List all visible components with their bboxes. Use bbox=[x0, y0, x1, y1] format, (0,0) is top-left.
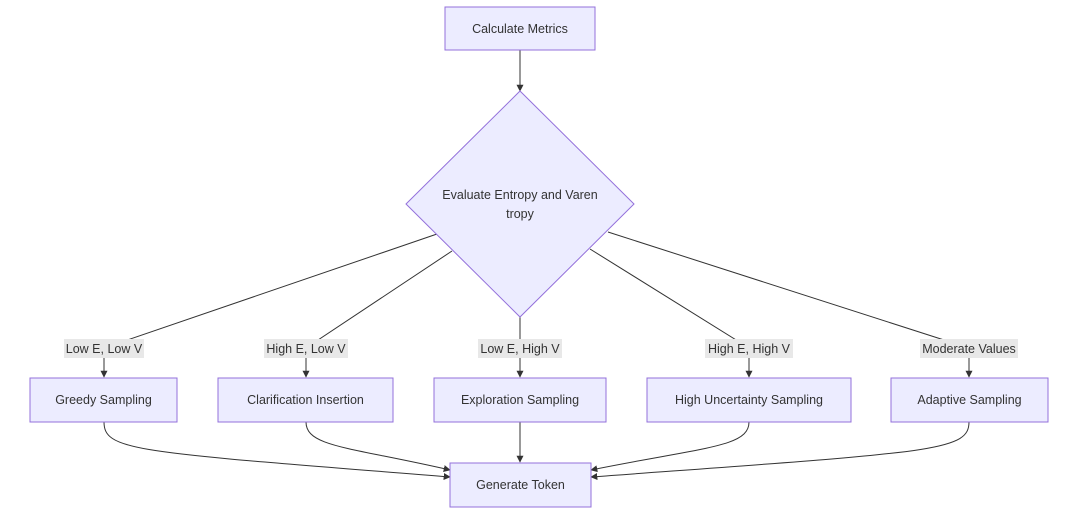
node-exploration-sampling: Exploration Sampling bbox=[433, 377, 607, 423]
edge-evaluate-to-clarification bbox=[302, 250, 453, 378]
node-evaluate-entropy: Evaluate Entropy and Varen tropy bbox=[405, 90, 635, 318]
node-clarification-insertion-label: Clarification Insertion bbox=[247, 393, 364, 407]
node-greedy-sampling: Greedy Sampling bbox=[29, 377, 178, 423]
edge-greedy-to-generate bbox=[103, 421, 451, 480]
node-clarification-insertion: Clarification Insertion bbox=[217, 377, 394, 423]
edge-high-uncertainty-to-generate bbox=[590, 421, 750, 473]
edge-label-high-e-high-v-text: High E, High V bbox=[708, 342, 791, 356]
edge-label-high-e-high-v: High E, High V bbox=[705, 339, 793, 358]
node-calculate-metrics: Calculate Metrics bbox=[444, 6, 596, 51]
edge-label-moderate-values-text: Moderate Values bbox=[922, 342, 1016, 356]
edge-adaptive-to-generate bbox=[590, 421, 970, 481]
edge-label-high-e-low-v: High E, Low V bbox=[264, 339, 348, 358]
node-adaptive-sampling-label: Adaptive Sampling bbox=[917, 393, 1021, 407]
edge-label-low-e-high-v-text: Low E, High V bbox=[480, 342, 560, 356]
edge-label-low-e-low-v: Low E, Low V bbox=[64, 339, 144, 358]
edge-clarification-to-generate bbox=[305, 421, 451, 472]
node-high-uncertainty-sampling-label: High Uncertainty Sampling bbox=[675, 393, 823, 407]
edge-label-low-e-high-v: Low E, High V bbox=[478, 339, 562, 358]
node-evaluate-entropy-label-line1: Evaluate Entropy and Varen bbox=[442, 188, 597, 202]
node-exploration-sampling-label: Exploration Sampling bbox=[461, 393, 579, 407]
edge-label-low-e-low-v-text: Low E, Low V bbox=[66, 342, 143, 356]
edge-label-moderate-values: Moderate Values bbox=[920, 339, 1018, 358]
node-generate-token-label: Generate Token bbox=[476, 478, 565, 492]
node-generate-token: Generate Token bbox=[449, 462, 592, 508]
node-calculate-metrics-label: Calculate Metrics bbox=[472, 22, 568, 36]
node-evaluate-entropy-label-line2: tropy bbox=[506, 207, 535, 221]
node-adaptive-sampling: Adaptive Sampling bbox=[890, 377, 1049, 423]
node-greedy-sampling-label: Greedy Sampling bbox=[55, 393, 152, 407]
edge-labels: Low E, Low V High E, Low V Low E, High V… bbox=[64, 339, 1018, 358]
node-high-uncertainty-sampling: High Uncertainty Sampling bbox=[646, 377, 852, 423]
edge-label-high-e-low-v-text: High E, Low V bbox=[266, 342, 346, 356]
